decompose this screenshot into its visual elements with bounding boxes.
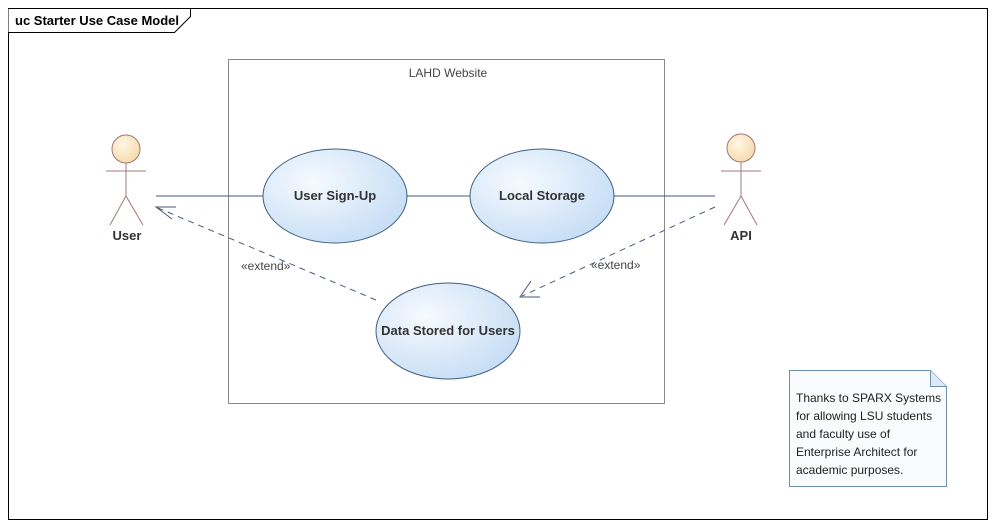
- frame-title-tab: [8, 8, 191, 33]
- note-fold-corner: [930, 370, 947, 387]
- actor-user[interactable]: User: [106, 134, 146, 243]
- actor-label: User: [113, 228, 142, 243]
- use-case-label: Data Stored for Users: [381, 323, 515, 338]
- extend-api-data[interactable]: [521, 206, 716, 297]
- stick-figure-icon: [106, 134, 146, 226]
- use-case-label: User Sign-Up: [294, 188, 376, 203]
- use-case-local-storage[interactable]: Local Storage: [469, 148, 615, 244]
- note-line: and faculty use of: [796, 427, 891, 441]
- use-case-ellipse: [375, 282, 521, 380]
- note[interactable]: Thanks to SPARX Systems for allowing LSU…: [789, 370, 947, 487]
- extend-arrowhead-user: [154, 206, 176, 220]
- note-line: Enterprise Architect for: [796, 445, 917, 459]
- use-case-ellipse: [262, 148, 408, 244]
- note-line: academic purposes.: [796, 463, 903, 477]
- extend-label-api: «extend»: [591, 258, 641, 272]
- extend-arrowhead-data: [519, 280, 540, 298]
- note-body: [789, 370, 947, 487]
- use-case-data-stored[interactable]: Data Stored for Users: [375, 282, 521, 380]
- stick-figure-icon: [721, 133, 761, 226]
- frame-title: uc Starter Use Case Model: [15, 13, 179, 28]
- actor-api[interactable]: API: [721, 133, 761, 243]
- extend-label-user: «extend»: [241, 259, 291, 273]
- use-case-ellipse: [469, 148, 615, 244]
- use-case-label: Local Storage: [499, 188, 585, 203]
- system-boundary-label: LAHD Website: [409, 66, 488, 80]
- note-line: for allowing LSU students: [796, 409, 932, 423]
- note-line: Thanks to SPARX Systems: [796, 391, 941, 405]
- actor-label: API: [730, 228, 752, 243]
- use-case-user-signup[interactable]: User Sign-Up: [262, 148, 408, 244]
